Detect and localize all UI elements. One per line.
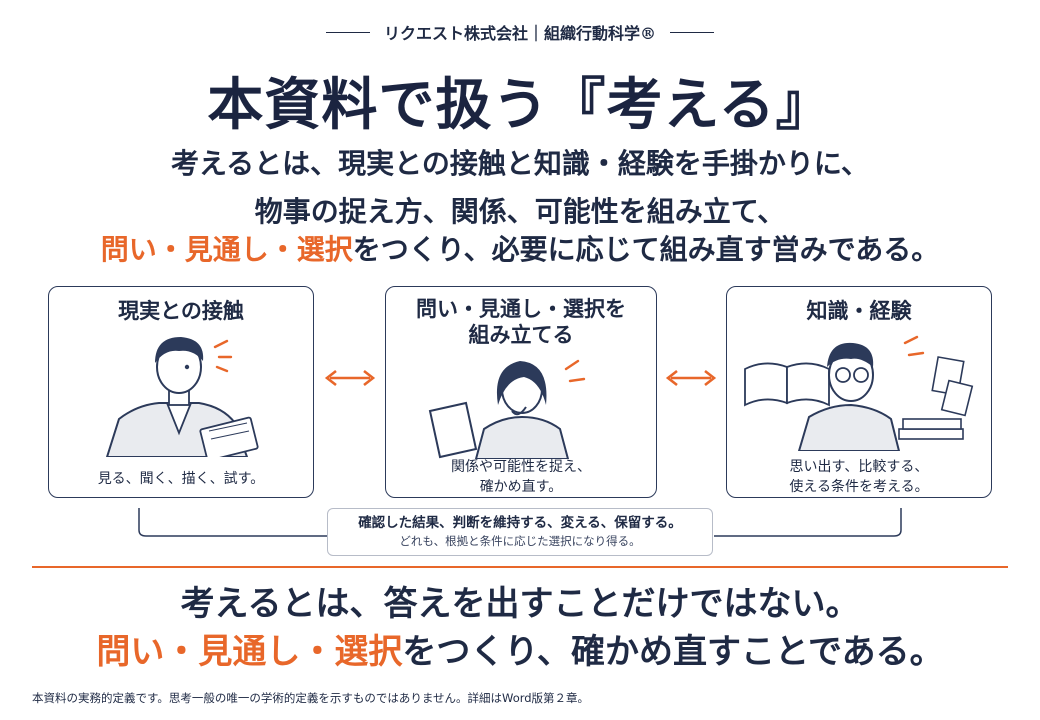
card-title: 知識・経験 <box>806 298 912 323</box>
conclusion-line-2: 問い・見通し・選択をつくり、確かめ直すことである。 <box>0 630 1040 674</box>
company-name: リクエスト株式会社｜組織行動科学® <box>383 24 656 43</box>
definition-line-3-rest: をつくり、必要に応じて組み直す営みである。 <box>352 233 940 266</box>
double-arrow-icon <box>324 369 376 387</box>
feedback-bracket <box>138 508 902 537</box>
note-line-2: どれも、根拠と条件に応じた選択になり得る。 <box>399 534 641 548</box>
conclusion-highlight: 問い・見通し・選択 <box>96 632 403 672</box>
decision-note: 確認した結果、判断を維持する、変える、保留する。 どれも、根拠と条件に応じた選択… <box>327 508 713 556</box>
person-clipboard-icon <box>105 337 259 457</box>
card-caption: 見る、聞く、描く、試す。 <box>97 471 265 487</box>
person-book-icon <box>744 335 974 451</box>
card-title: 現実との接触 <box>118 298 244 323</box>
note-line-1: 確認した結果、判断を維持する、変える、保留する。 <box>358 515 682 531</box>
section-divider <box>32 566 1008 568</box>
header-rule-left <box>325 31 370 33</box>
card-knowledge-experience: 知識・経験 思い出す、比較する、 使える条件を考える。 <box>726 286 992 498</box>
conclusion-line-1: 考えるとは、答えを出すことだけではない。 <box>180 584 860 624</box>
card-title-line-1: 問い・見通し・選択を <box>416 296 626 321</box>
definition-line-3: 問い・見通し・選択をつくり、必要に応じて組み直す営みである。 <box>0 232 1040 268</box>
double-arrow-icon <box>665 369 717 387</box>
definition-line-1: 考えるとは、現実との接触と知識・経験を手掛かりに、 <box>170 147 870 180</box>
card-reality-contact: 現実との接触 見る、聞く、描く、試す。 <box>48 286 314 498</box>
definition-line-2: 物事の捉え方、関係、可能性を組み立て、 <box>254 195 786 228</box>
footnote: 本資料の実務的定義です。思考一般の唯一の学術的定義を示すものではありません。詳細… <box>32 691 590 705</box>
card-title-line-2: 組み立てる <box>468 322 574 347</box>
card-caption-line-1: 関係や可能性を捉え、 <box>451 459 591 475</box>
person-laptop-icon <box>428 359 586 459</box>
definition-highlight: 問い・見通し・選択 <box>100 233 353 266</box>
header-rule-right <box>670 31 714 33</box>
conclusion-line-2-rest: をつくり、確かめ直すことである。 <box>402 632 944 672</box>
card-build-questions: 問い・見通し・選択を 組み立てる 関係や可能性を捉え、 確かめ直す。 <box>385 286 657 498</box>
page-title: 本資料で扱う『考える』 <box>207 72 833 138</box>
company-header: リクエスト株式会社｜組織行動科学® <box>0 20 1040 44</box>
card-caption-line-2: 使える条件を考える。 <box>789 479 929 495</box>
card-caption-line-1: 思い出す、比較する、 <box>789 459 929 475</box>
card-caption-line-2: 確かめ直す。 <box>479 479 563 495</box>
